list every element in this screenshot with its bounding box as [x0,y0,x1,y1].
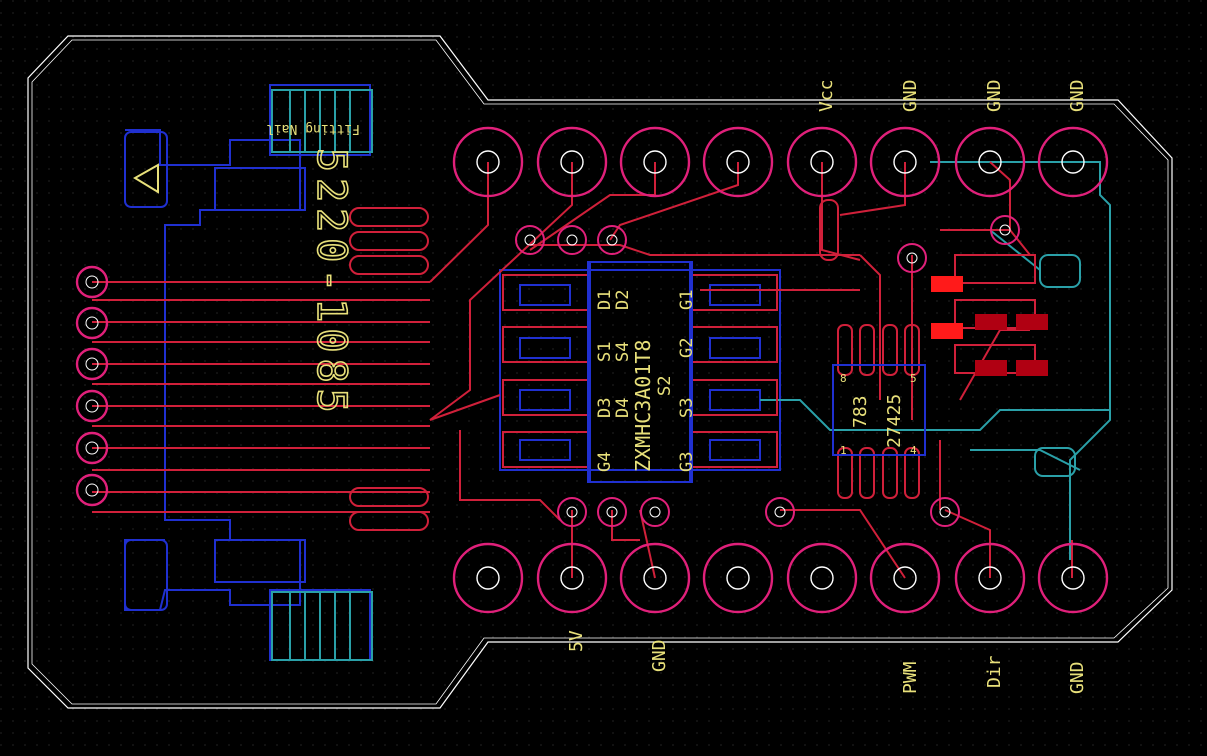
ic-driver-pin1: 1 [840,444,847,457]
ic-pin-s1: S1 [595,342,615,362]
ic-pin-s3: S3 [677,398,697,418]
ic-driver-pin5: 5 [910,372,917,385]
ic-pin-d3: D3 [595,398,615,418]
fitting-nail-label: Fitting Nail [266,121,360,136]
ic-driver-line1: 783 [850,395,871,428]
ic-pin-d1: D1 [595,290,615,310]
ic-driver-pin8: 8 [840,372,847,385]
ic-driver-line2: 27425 [884,394,905,448]
inner-layer-traces [271,89,1111,661]
header-label-dir: Dir [984,655,1005,688]
header-pads-bottom [452,542,1109,614]
header-label-pwm: PWM [900,661,921,694]
vias [515,215,1020,527]
smd-pads [931,276,1048,376]
ic-pin-g3: G3 [677,452,697,472]
header-label-vcc: Vcc [816,79,837,112]
ic-driver-pin4: 4 [910,444,917,457]
ic-pin-g4: G4 [595,452,615,472]
ic-pin-s2: S2 [655,376,675,396]
connector-pads [75,265,109,507]
ic-pin-d2: D2 [613,290,633,310]
part-number: 5220-1085 [308,148,354,419]
header-label-5v: 5V [566,630,587,652]
top-copper-layer [92,161,1073,579]
header-label-gnd-2: GND [984,79,1005,112]
header-pads-top [452,126,1109,198]
header-label-gnd-b1: GND [649,639,670,672]
ic-pin-s4: S4 [613,342,633,362]
ic-pin-g1: G1 [677,290,697,310]
pin1-triangle-icon [133,163,159,194]
header-label-gnd-b2: GND [1067,661,1088,694]
silkscreen-layer: 5220-1085 Fitting Nail ZXMHC3A01T8 D1 D2… [266,79,1088,694]
ic-main-name: ZXMHC3A01T8 [631,340,655,472]
ic-pin-d4: D4 [613,398,633,418]
ic-driver-outline [832,364,926,456]
board-outline [27,35,1173,709]
header-label-gnd-3: GND [1067,79,1088,112]
ic-pin-g2: G2 [677,338,697,358]
ic-main-outline [587,261,693,483]
header-label-gnd-1: GND [900,79,921,112]
